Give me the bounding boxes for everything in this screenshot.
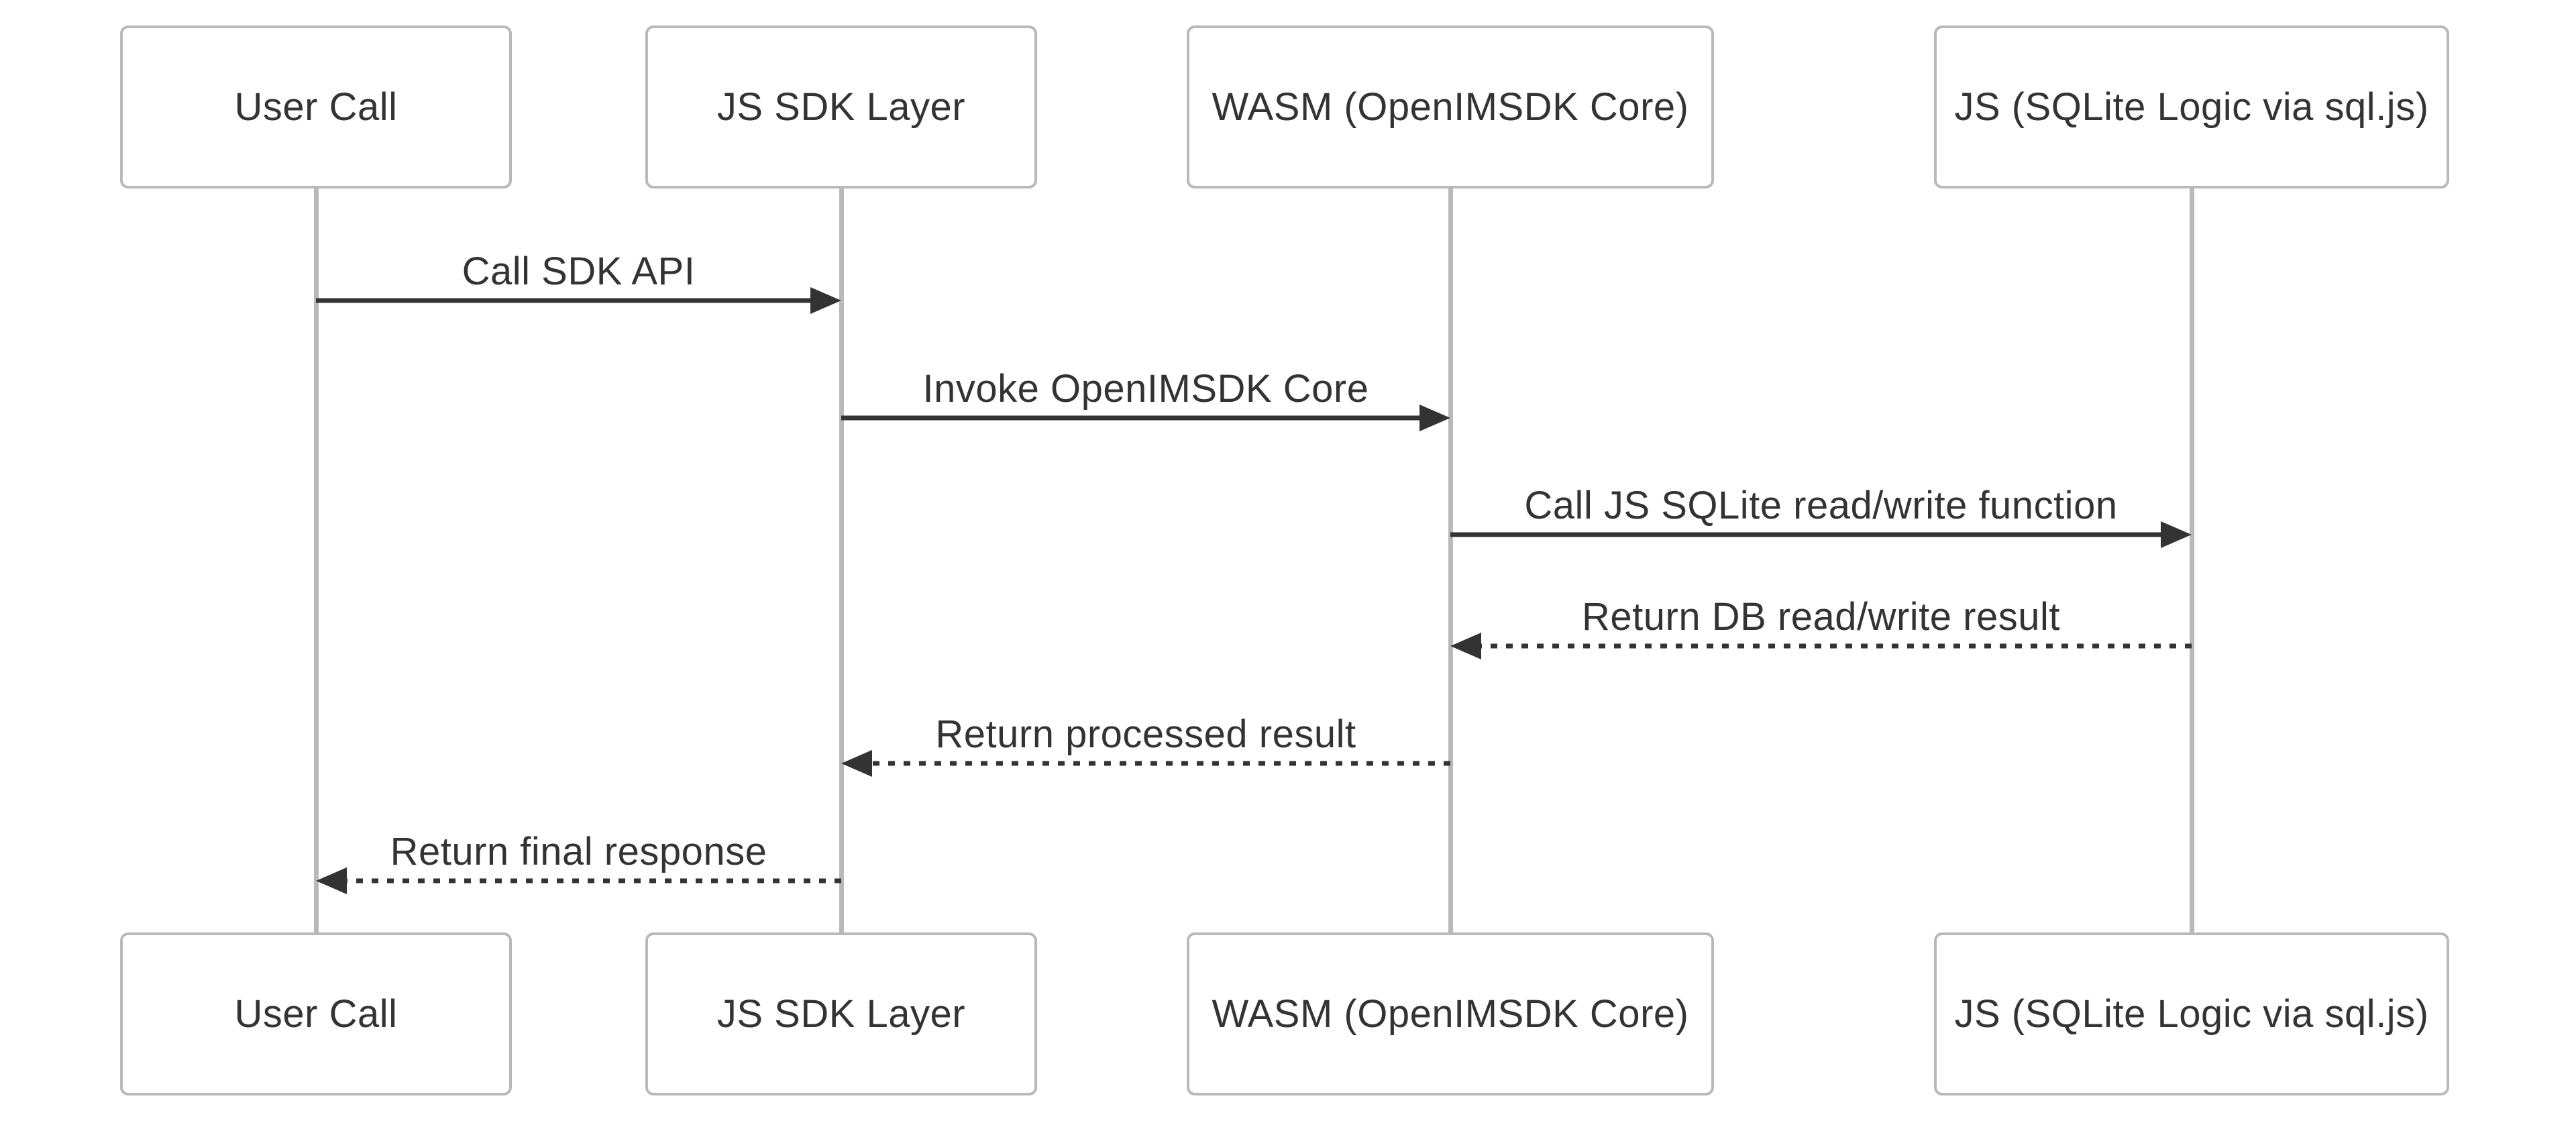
message-label-invoke-openimsdk-core: Invoke OpenIMSDK Core (922, 367, 1369, 411)
lifeline-user-call (314, 186, 319, 935)
participant-box-bottom-wasm-openimsdk-core: WASM (OpenIMSDK Core) (1187, 932, 1714, 1095)
message-arrowhead-1 (1419, 405, 1450, 431)
message-label-call-sdk-api: Call SDK API (462, 250, 696, 293)
participant-label: User Call (234, 85, 398, 129)
participant-box-top-wasm-openimsdk-core: WASM (OpenIMSDK Core) (1187, 25, 1714, 189)
message-arrowhead-5 (316, 867, 347, 894)
message-arrowhead-3 (1450, 633, 1481, 659)
participant-box-top-js-sdk-layer: JS SDK Layer (645, 25, 1037, 189)
lifeline-js-sqlite-logic-via-sql-js (2190, 186, 2194, 935)
participant-label: JS SDK Layer (716, 992, 966, 1036)
lifeline-js-sdk-layer (839, 186, 844, 935)
participant-label: User Call (234, 992, 398, 1036)
participant-label: WASM (OpenIMSDK Core) (1212, 85, 1689, 129)
participant-label: JS (SQLite Logic via sql.js) (1954, 85, 2429, 129)
participant-box-bottom-js-sdk-layer: JS SDK Layer (645, 932, 1037, 1095)
message-label-return-processed-result: Return processed result (935, 712, 1356, 756)
message-arrowhead-4 (841, 750, 872, 777)
message-label-return-db-read-write-result: Return DB read/write result (1582, 595, 2060, 639)
participant-box-top-js-sqlite-logic-via-sql-js: JS (SQLite Logic via sql.js) (1934, 25, 2449, 189)
participant-label: JS SDK Layer (716, 85, 966, 129)
participant-label: JS (SQLite Logic via sql.js) (1954, 992, 2429, 1036)
message-label-call-js-sqlite-read-write-function: Call JS SQLite read/write function (1524, 484, 2118, 527)
participant-label: WASM (OpenIMSDK Core) (1212, 992, 1689, 1036)
message-label-return-final-response: Return final response (390, 830, 767, 873)
lifeline-wasm-openimsdk-core (1448, 186, 1453, 935)
participant-box-bottom-user-call: User Call (120, 932, 512, 1095)
message-arrowhead-2 (2161, 521, 2192, 548)
participant-box-top-user-call: User Call (120, 25, 512, 189)
participant-box-bottom-js-sqlite-logic-via-sql-js: JS (SQLite Logic via sql.js) (1934, 932, 2449, 1095)
message-arrowhead-0 (810, 287, 841, 314)
